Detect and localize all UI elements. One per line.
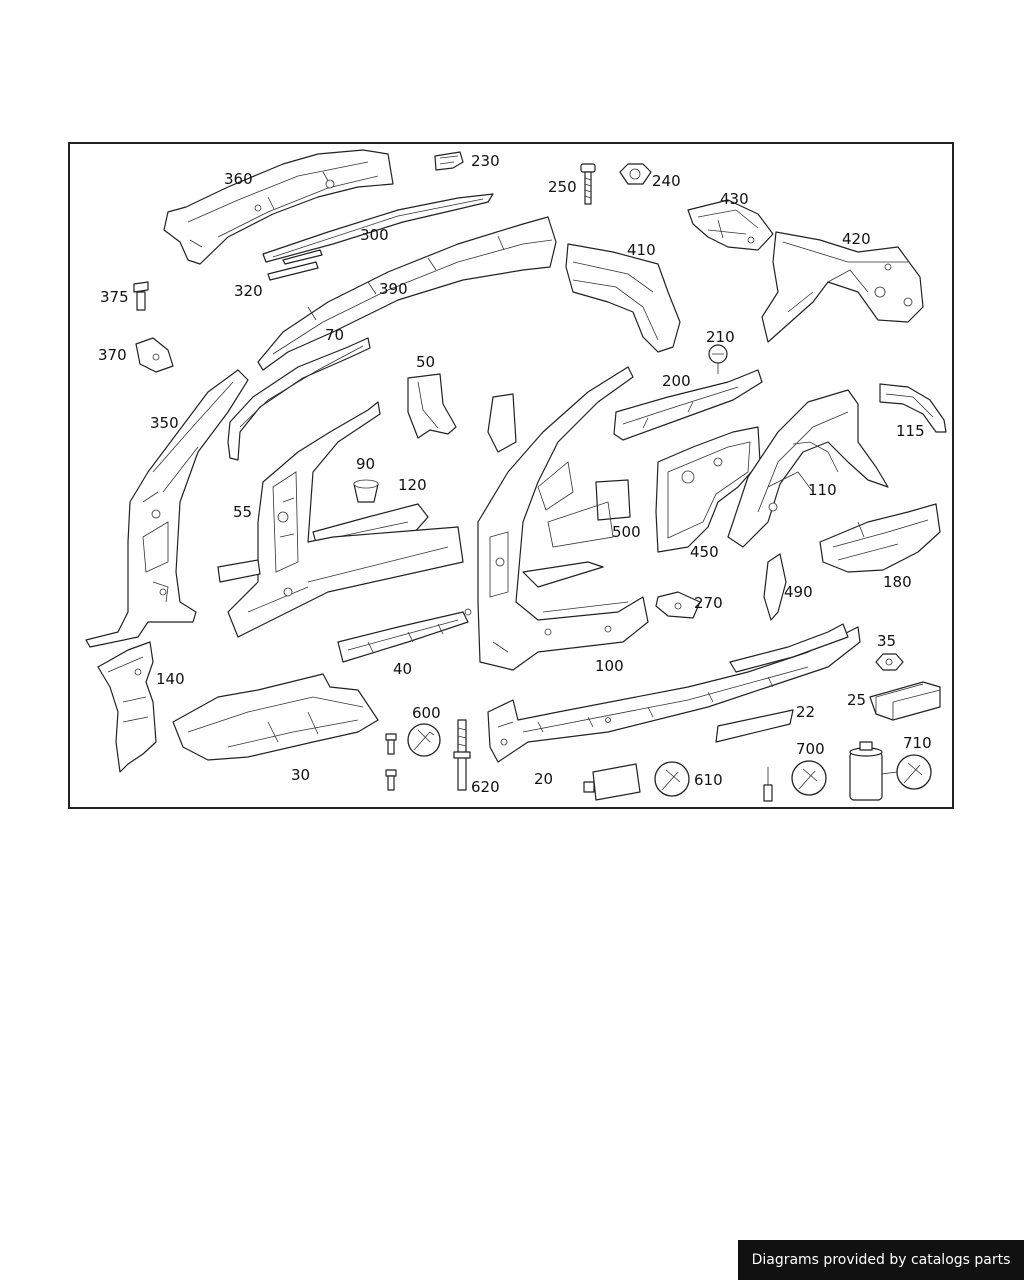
part-350 bbox=[85, 369, 249, 648]
part-620 bbox=[453, 719, 471, 791]
callout-410: 410 bbox=[627, 241, 656, 259]
callout-230: 230 bbox=[471, 152, 500, 170]
part-20 bbox=[487, 623, 861, 763]
callout-210: 210 bbox=[706, 328, 735, 346]
part-610 bbox=[583, 761, 690, 801]
callout-320: 320 bbox=[234, 282, 263, 300]
part-710 bbox=[849, 741, 932, 801]
part-270 bbox=[655, 591, 701, 619]
part-420 bbox=[761, 231, 924, 343]
part-430 bbox=[687, 199, 774, 251]
part-450 bbox=[655, 426, 761, 553]
callout-120: 120 bbox=[398, 476, 427, 494]
callout-270: 270 bbox=[694, 594, 723, 612]
part-490 bbox=[763, 553, 787, 621]
part-700 bbox=[763, 760, 827, 802]
callout-450: 450 bbox=[690, 543, 719, 561]
callout-360: 360 bbox=[224, 170, 253, 188]
callout-390: 390 bbox=[379, 280, 408, 298]
part-230 bbox=[434, 151, 464, 171]
callout-70: 70 bbox=[325, 326, 344, 344]
part-55 bbox=[217, 401, 472, 638]
callout-600: 600 bbox=[412, 704, 441, 722]
callout-240: 240 bbox=[652, 172, 681, 190]
callout-35: 35 bbox=[877, 632, 896, 650]
part-115 bbox=[879, 383, 947, 433]
callout-110: 110 bbox=[808, 481, 837, 499]
callout-500: 500 bbox=[612, 523, 641, 541]
part-410 bbox=[565, 243, 681, 353]
part-22 bbox=[715, 709, 794, 743]
part-180 bbox=[819, 503, 941, 573]
part-375 bbox=[133, 281, 149, 311]
part-250 bbox=[580, 163, 596, 205]
part-140 bbox=[97, 641, 157, 773]
callout-300: 300 bbox=[360, 226, 389, 244]
callout-180: 180 bbox=[883, 573, 912, 591]
parts-diagram: 360 230 250 240 430 420 300 410 375 320 … bbox=[85, 149, 947, 802]
callout-620: 620 bbox=[471, 778, 500, 796]
callout-30: 30 bbox=[291, 766, 310, 784]
callout-250: 250 bbox=[548, 178, 577, 196]
part-300 bbox=[262, 193, 494, 263]
part-390 bbox=[257, 216, 557, 371]
callout-140: 140 bbox=[156, 670, 185, 688]
part-370 bbox=[135, 337, 174, 373]
callout-40: 40 bbox=[393, 660, 412, 678]
callout-375: 375 bbox=[100, 288, 129, 306]
attribution-banner: Diagrams provided by catalogs parts bbox=[738, 1240, 1024, 1280]
callout-100: 100 bbox=[595, 657, 624, 675]
part-110 bbox=[727, 389, 889, 548]
callout-610: 610 bbox=[694, 771, 723, 789]
part-40 bbox=[337, 611, 469, 663]
callout-90: 90 bbox=[356, 455, 375, 473]
part-360 bbox=[163, 149, 394, 265]
callout-700: 700 bbox=[796, 740, 825, 758]
part-25 bbox=[869, 681, 941, 721]
part-200 bbox=[613, 369, 763, 441]
callout-710: 710 bbox=[903, 734, 932, 752]
part-90 bbox=[353, 479, 379, 503]
part-50 bbox=[407, 373, 457, 439]
callout-50: 50 bbox=[416, 353, 435, 371]
part-30 bbox=[172, 673, 379, 761]
callout-55: 55 bbox=[233, 503, 252, 521]
part-600 bbox=[385, 723, 441, 791]
callout-350: 350 bbox=[150, 414, 179, 432]
callout-370: 370 bbox=[98, 346, 127, 364]
callout-20: 20 bbox=[534, 770, 553, 788]
callout-200: 200 bbox=[662, 372, 691, 390]
part-320 bbox=[267, 249, 323, 281]
callout-490: 490 bbox=[784, 583, 813, 601]
part-210 bbox=[708, 344, 728, 374]
callout-430: 430 bbox=[720, 190, 749, 208]
callout-115: 115 bbox=[896, 422, 925, 440]
callout-22: 22 bbox=[796, 703, 815, 721]
part-35 bbox=[875, 653, 904, 671]
callout-420: 420 bbox=[842, 230, 871, 248]
callout-25: 25 bbox=[847, 691, 866, 709]
part-100 bbox=[477, 366, 649, 671]
part-500 bbox=[595, 479, 631, 521]
part-70 bbox=[227, 337, 371, 461]
part-240 bbox=[619, 163, 652, 185]
